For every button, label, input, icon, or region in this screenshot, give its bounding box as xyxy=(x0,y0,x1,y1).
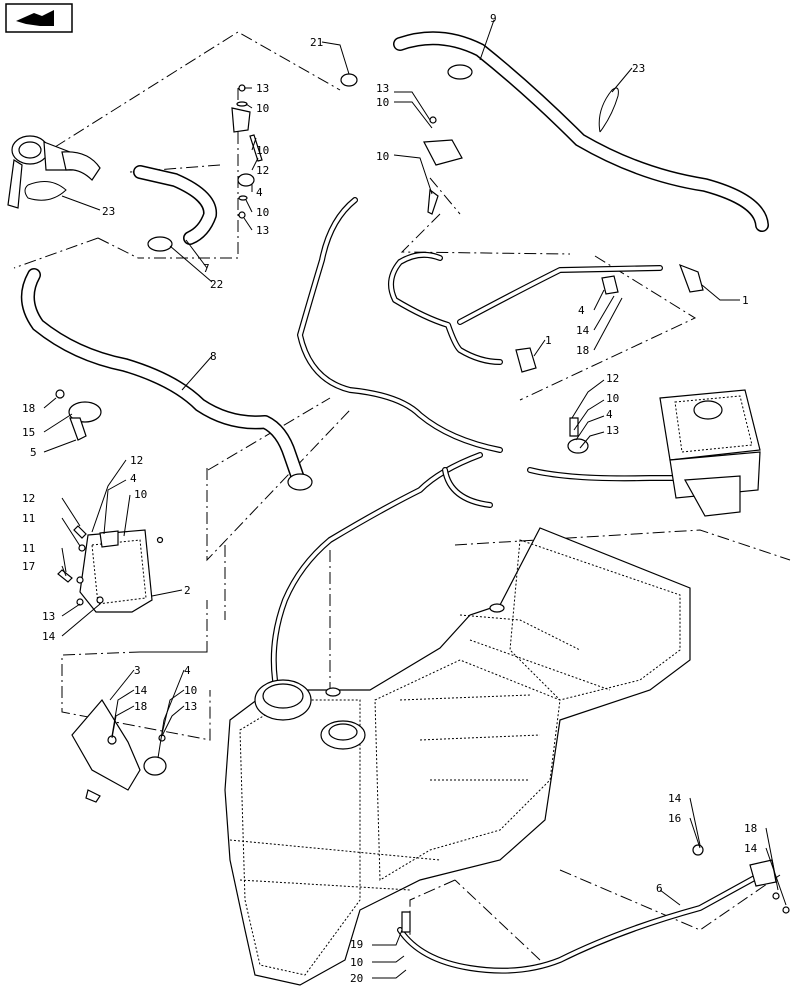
callout-2: 2 xyxy=(184,584,191,597)
bracket-lower xyxy=(71,698,167,803)
callout-14: 14 xyxy=(42,630,56,643)
callout-10: 10 xyxy=(184,684,197,697)
callout-18: 18 xyxy=(22,402,35,415)
tank-strap xyxy=(397,844,790,974)
callout-14: 14 xyxy=(744,842,758,855)
callout-14: 14 xyxy=(576,324,590,337)
callout-13: 13 xyxy=(376,82,389,95)
callout-10: 10 xyxy=(350,956,363,969)
hose-upper-right xyxy=(340,31,769,232)
callout-18: 18 xyxy=(576,344,589,357)
fastener-stack xyxy=(231,84,463,219)
callout-13: 13 xyxy=(256,82,269,95)
hose-elbow xyxy=(133,165,218,252)
callout-19: 19 xyxy=(350,938,363,951)
callout-8: 8 xyxy=(210,350,217,363)
callout-9: 9 xyxy=(490,12,497,25)
callout-10: 10 xyxy=(256,144,269,157)
callout-6: 6 xyxy=(656,882,663,895)
callout-4: 4 xyxy=(184,664,191,677)
clamp-part xyxy=(68,401,102,441)
callout-20: 20 xyxy=(350,972,363,985)
callout-10: 10 xyxy=(606,392,619,405)
leader-lines xyxy=(43,19,787,979)
bracket-upper xyxy=(79,529,153,613)
nav-arrow-button[interactable] xyxy=(5,3,73,33)
callout-12: 12 xyxy=(22,492,35,505)
filler-cap-assembly xyxy=(7,135,101,209)
callout-11: 11 xyxy=(22,542,35,555)
callout-13: 13 xyxy=(256,224,269,237)
tube-assembly xyxy=(388,251,704,373)
callout-13: 13 xyxy=(184,700,197,713)
callout-3: 3 xyxy=(134,664,141,677)
callout-4: 4 xyxy=(256,186,263,199)
callout-4: 4 xyxy=(606,408,613,421)
small-hardware xyxy=(55,389,589,606)
callout-12: 12 xyxy=(256,164,269,177)
callout-18: 18 xyxy=(744,822,757,835)
callout-14: 14 xyxy=(668,792,682,805)
wiring-harness xyxy=(270,197,683,683)
callout-21: 21 xyxy=(310,36,323,49)
callout-18: 18 xyxy=(134,700,147,713)
callout-23: 23 xyxy=(102,205,115,218)
callout-1: 1 xyxy=(742,294,749,307)
callout-12: 12 xyxy=(130,454,143,467)
cable-tie xyxy=(598,87,619,133)
callout-4: 4 xyxy=(578,304,585,317)
callout-15: 15 xyxy=(22,426,35,439)
callout-5: 5 xyxy=(30,446,37,459)
callout-13: 13 xyxy=(606,424,619,437)
callout-23: 23 xyxy=(632,62,645,75)
callout-11: 11 xyxy=(22,512,35,525)
callout-14: 14 xyxy=(134,684,148,697)
fuel-tank xyxy=(224,527,691,986)
callout-16: 16 xyxy=(668,812,681,825)
callout-17: 17 xyxy=(22,560,35,573)
callout-10: 10 xyxy=(256,206,269,219)
callout-10: 10 xyxy=(256,102,269,115)
callout-10: 10 xyxy=(376,96,389,109)
long-hose xyxy=(21,268,313,491)
callout-labels: 21 9 23 13 10 10 12 4 10 13 7 22 23 13 1… xyxy=(22,12,758,985)
callout-7: 7 xyxy=(203,262,210,275)
callout-22: 22 xyxy=(210,278,223,291)
callout-1: 1 xyxy=(545,334,552,347)
arrow-right-icon xyxy=(16,10,54,26)
control-unit xyxy=(659,389,761,517)
callout-12: 12 xyxy=(606,372,619,385)
callout-10: 10 xyxy=(134,488,147,501)
callout-4: 4 xyxy=(130,472,137,485)
callout-13: 13 xyxy=(42,610,55,623)
callout-10: 10 xyxy=(376,150,389,163)
